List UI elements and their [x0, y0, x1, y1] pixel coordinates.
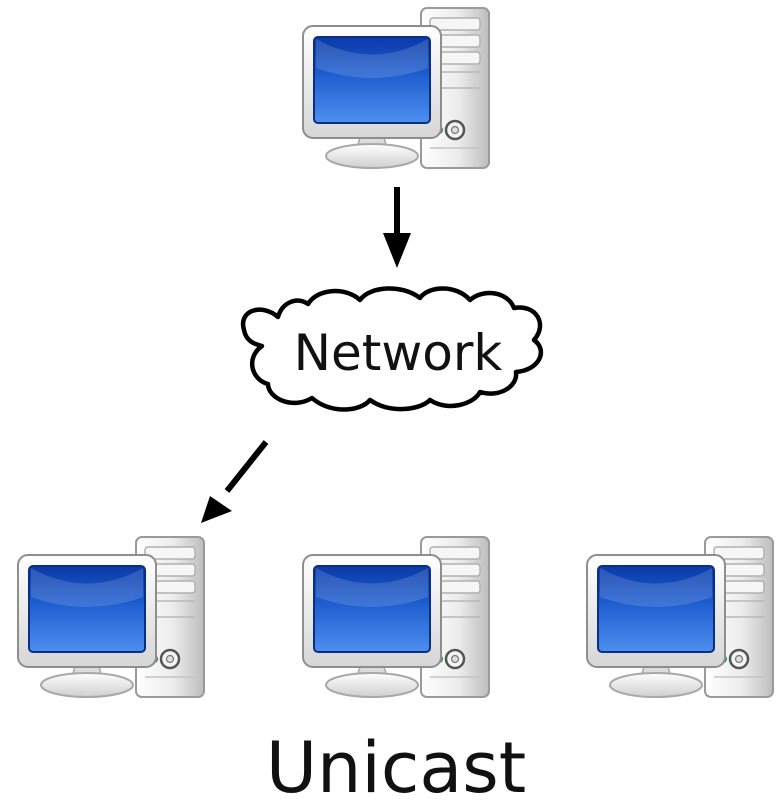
- arrow-down-icon: [383, 187, 411, 268]
- idle-computer-icon: [585, 535, 775, 699]
- diagram-caption: Unicast: [266, 727, 526, 800]
- receiver-computer-icon: [16, 535, 206, 699]
- network-cloud-icon: [240, 286, 544, 412]
- idle-computer-icon: [301, 535, 491, 699]
- arrow-down-left-icon: [201, 440, 269, 523]
- sender-computer-icon: [301, 6, 491, 170]
- network-label: Network: [294, 324, 503, 382]
